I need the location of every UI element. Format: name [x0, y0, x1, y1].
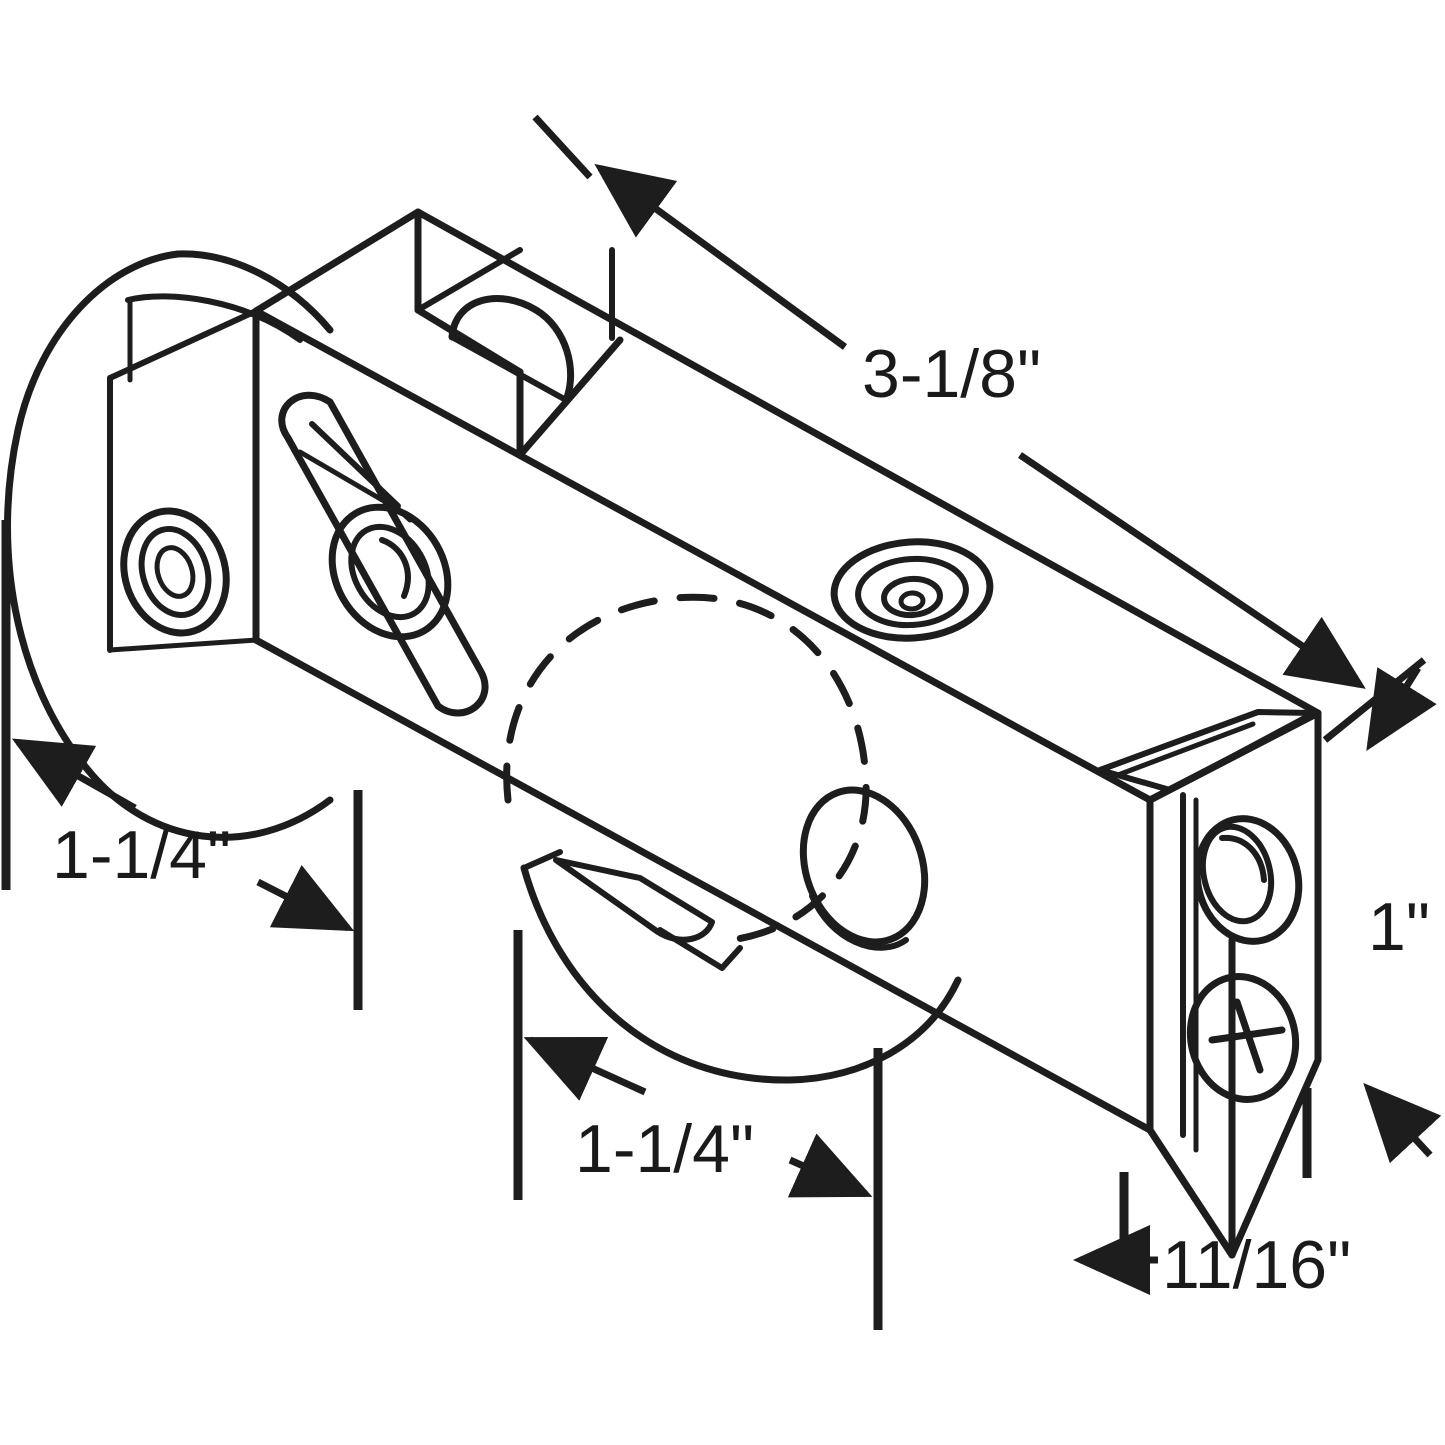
dim-bottom-height-arrows	[523, 1036, 873, 1198]
top-wheel-protrusion	[448, 295, 575, 404]
dimension-lines-group	[1, 114, 1442, 1330]
dimension-labels-group: 3-1/8" 1-1/4" 1-1/4" 1" 11/16"	[52, 336, 1430, 1303]
dim-left-height-arrows	[11, 738, 355, 932]
front-plain-oval-hole	[799, 786, 929, 951]
mounting-flange	[107, 297, 259, 653]
front-slot-screw-hole	[328, 503, 452, 641]
dim-label-length: 3-1/8"	[862, 336, 1041, 412]
dim-length-leader-right	[1018, 452, 1366, 689]
bottom-roller-wheel	[520, 849, 962, 1084]
front-counterbore-hole-right	[830, 538, 994, 642]
dim-label-face-height: 1"	[1368, 889, 1430, 965]
dim-left-height-extensions	[1, 520, 363, 1010]
end-face-lower-hole	[1186, 973, 1300, 1103]
dim-width	[1073, 1172, 1158, 1295]
dim-label-height-bottom: 1-1/4"	[575, 1111, 754, 1187]
left-roller-wheel	[4, 250, 334, 841]
bottom-wheel-slot	[553, 857, 743, 971]
end-face-upper-hole	[1193, 815, 1303, 945]
dim-label-width: 11/16"	[1162, 1227, 1351, 1303]
part-geometry-group	[4, 208, 1322, 1259]
dim-bottom-height-extensions	[513, 930, 883, 1330]
dim-length-leader	[532, 114, 848, 350]
dim-face-height	[1302, 666, 1442, 1178]
hidden-internal-wheel	[503, 593, 870, 944]
dim-label-height-left: 1-1/4"	[52, 817, 231, 893]
front-counterbore-hole-left	[120, 507, 230, 637]
end-face-top-channel	[1097, 709, 1317, 793]
